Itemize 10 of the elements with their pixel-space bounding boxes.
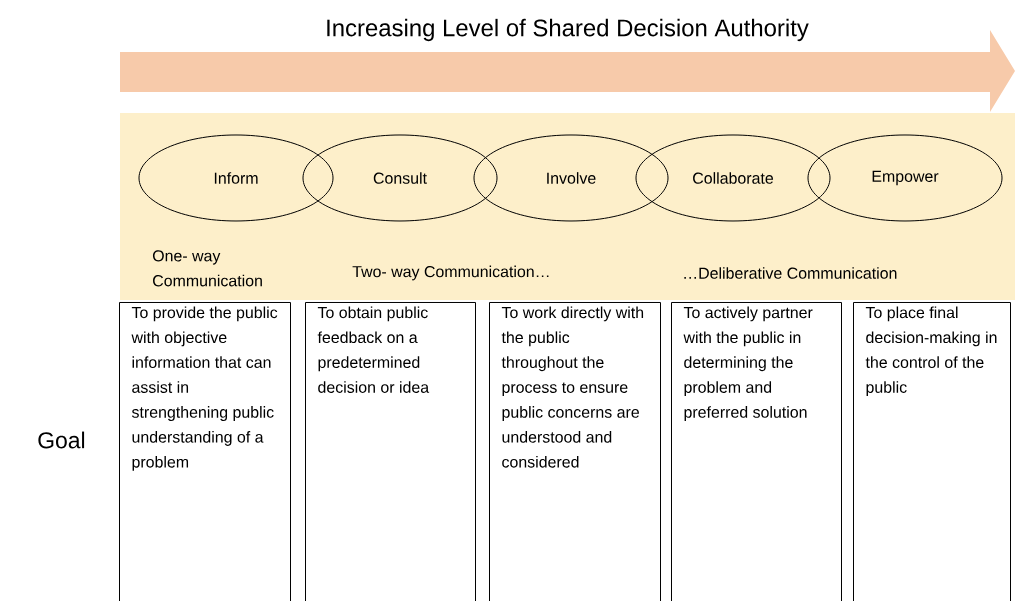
goal-box: To work directly with the public throughout the process to ensure public concerns are understood and considered (489, 302, 661, 601)
row-label: Goal (38, 431, 85, 449)
goal-box: To provide the public with objective information that can assist in strengthening public understanding of a problem (119, 302, 291, 601)
communication-label: One- way Communication (152, 250, 262, 287)
goal-box: To actively partner with the public in determining the problem and preferred solution (671, 302, 842, 601)
goal-box: To obtain public feedback on a predetermined decision or idea (305, 302, 476, 601)
goal-box: To place final decision-making in the control of the public (853, 302, 1011, 601)
communication-label: …Deliberative Communication (684, 267, 897, 279)
communication-label: Two- way Communication… (352, 265, 549, 281)
title: Increasing Level of Shared Decision Authority (327, 18, 809, 42)
